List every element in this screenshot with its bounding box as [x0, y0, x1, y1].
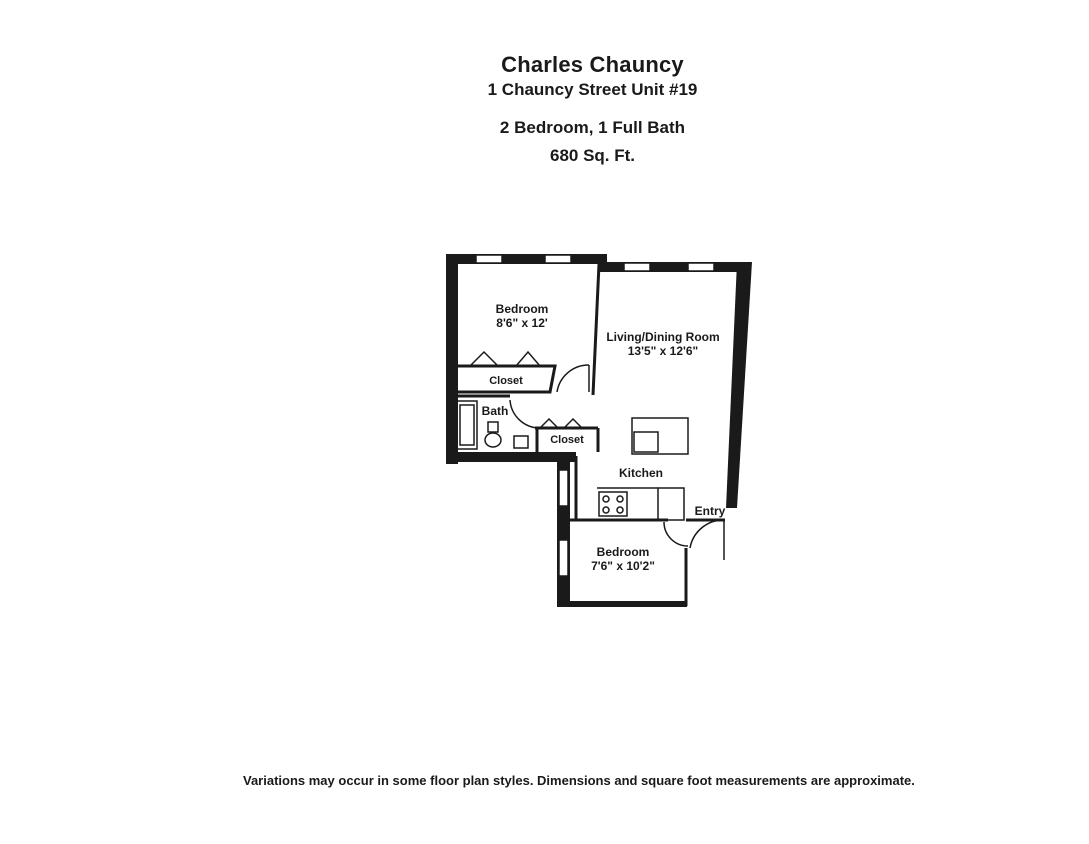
- bedroom-2-dims: 7'6" x 10'2": [591, 559, 655, 573]
- living-room-dims: 13'5" x 12'6": [628, 344, 698, 358]
- bedroom-1-name: Bedroom: [496, 302, 549, 316]
- living-room-name: Living/Dining Room: [606, 330, 719, 344]
- closet-2-label: Closet: [550, 434, 584, 446]
- interior-walls: [455, 263, 725, 606]
- kitchen-label: Kitchen: [619, 466, 663, 480]
- unit-address: 1 Chauncy Street Unit #19: [487, 80, 698, 99]
- bath-label: Bath: [482, 404, 509, 418]
- unit-layout: 2 Bedroom, 1 Full Bath: [499, 118, 686, 137]
- disclaimer-text: Variations may occur in some floor plan …: [243, 773, 915, 788]
- building-name: Charles Chauncy: [501, 52, 684, 77]
- fixtures: [456, 350, 725, 560]
- entry-label: Entry: [695, 504, 726, 518]
- windows: [475, 254, 715, 577]
- unit-area: 680 Sq. Ft.: [549, 146, 636, 165]
- bedroom-2-name: Bedroom: [597, 545, 650, 559]
- bedroom-1-dims: 8'6" x 12': [496, 316, 548, 330]
- room-labels: Bedroom 8'6" x 12' Living/Dining Room 13…: [482, 302, 726, 573]
- closet-1-label: Closet: [489, 375, 523, 387]
